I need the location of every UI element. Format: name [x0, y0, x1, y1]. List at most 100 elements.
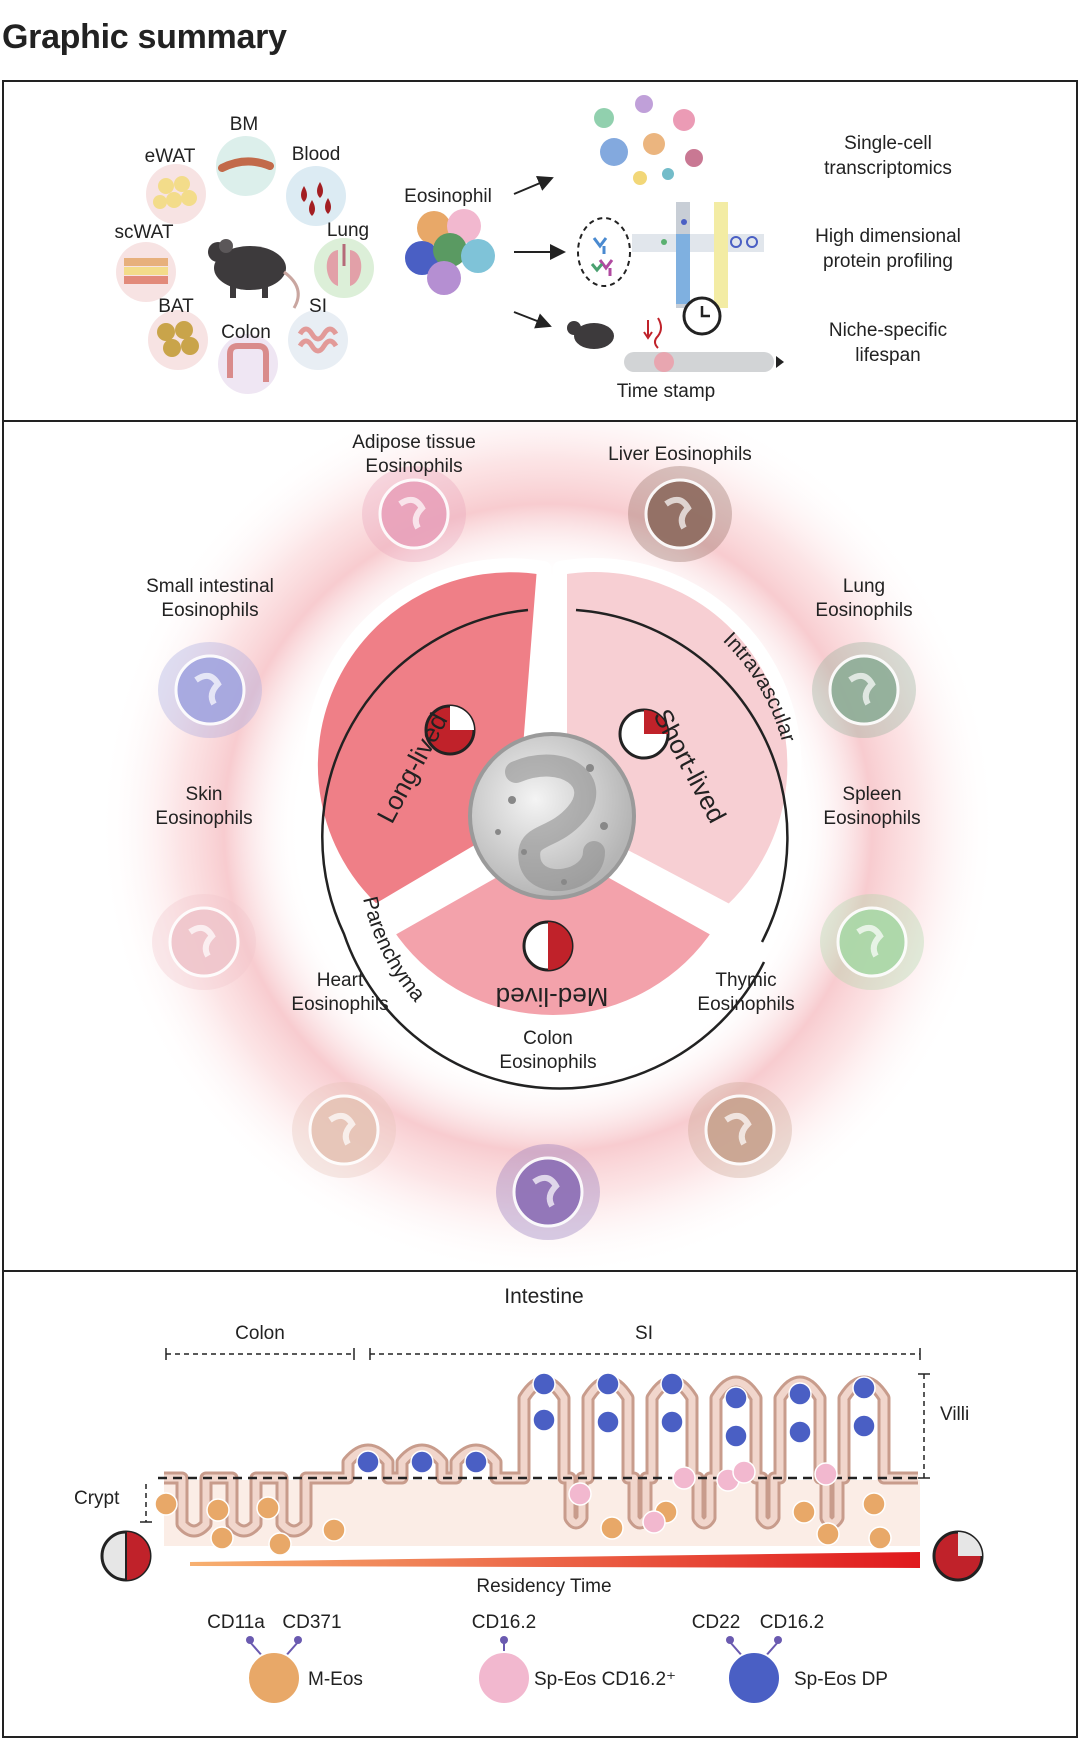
- tissue-label-line1: Spleen: [842, 784, 901, 805]
- marker-dot: [294, 1636, 302, 1644]
- eosinophil-cell: [660, 1410, 684, 1434]
- tissue-label-line1: Thymic: [715, 970, 776, 991]
- eosinophil-cell: [862, 1492, 886, 1516]
- clock-high-residency-icon: [932, 1530, 984, 1582]
- tissue-lung: Lung: [314, 220, 374, 298]
- nucleus-shape: [328, 1112, 356, 1146]
- eosinophil-cell: [788, 1420, 812, 1444]
- tissue-label-line1: Colon: [523, 1028, 573, 1049]
- output-3-line1: Niche-specific: [829, 320, 947, 341]
- clock-med-lived-icon: [522, 920, 574, 972]
- eosinophil-cell: [814, 1462, 838, 1486]
- eosinophil-cell-icon: [378, 478, 450, 550]
- eosinophil-cell: [792, 1500, 816, 1524]
- intestine-title: Intestine: [504, 1285, 583, 1308]
- mouse-icon: [208, 239, 300, 309]
- intravascular-arc: [575, 608, 789, 943]
- eosinophil-cell: [206, 1498, 230, 1522]
- eosinophil-cell: [322, 1518, 346, 1542]
- section-brackets: [140, 1348, 930, 1523]
- eosinophil-cell: [210, 1526, 234, 1550]
- eosinophil-cluster: Eosinophil: [404, 186, 495, 295]
- label-blood: Blood: [292, 144, 341, 165]
- marker-dot: [500, 1636, 508, 1644]
- eosinophil-cell: [724, 1386, 748, 1410]
- eosinophil-cell-icon: [308, 1094, 380, 1166]
- label-si-section: SI: [635, 1323, 653, 1344]
- tissue-label-line2: Eosinophils: [823, 808, 920, 829]
- legend-item-1: CD16.2Sp-Eos CD16.2⁺: [472, 1612, 676, 1705]
- label-time-stamp: Time stamp: [617, 381, 716, 402]
- eosinophil-cell-icon: [704, 1094, 776, 1166]
- label-eosinophil: Eosinophil: [404, 186, 492, 207]
- legend-cell-icon: [727, 1651, 781, 1705]
- tissue-label-line2: Eosinophils: [291, 994, 388, 1015]
- clock-long-lived-icon: [424, 704, 476, 756]
- eosinophil-cell: [356, 1450, 380, 1474]
- eosinophil-cell: [568, 1482, 592, 1506]
- eosinophil-cell: [256, 1496, 280, 1520]
- eosinophil-cell-icon: [174, 654, 246, 726]
- clock-low-residency-icon: [100, 1530, 152, 1582]
- legend-cell-name: Sp-Eos DP: [794, 1669, 888, 1690]
- output-1-line2: transcriptomics: [824, 158, 952, 179]
- eosinophil-cell: [642, 1510, 666, 1534]
- output-3-line2: lifespan: [855, 345, 921, 366]
- arrow-lifespan: [513, 311, 552, 329]
- eosinophil-cell: [660, 1372, 684, 1396]
- nucleus-shape: [532, 1174, 560, 1208]
- nucleus-shape: [194, 672, 222, 706]
- tissue-label-line2: Eosinophils: [365, 456, 462, 477]
- umap-clusters-icon: [594, 95, 703, 185]
- label-lung: Lung: [327, 220, 369, 241]
- label-villi: Villi: [940, 1404, 969, 1425]
- lifespan-icon: Time stamp: [567, 296, 784, 402]
- label-colon-section: Colon: [235, 1323, 285, 1344]
- label-residency-time: Residency Time: [476, 1576, 611, 1597]
- eosinophil-cell: [732, 1460, 756, 1484]
- marker-dot: [774, 1636, 782, 1644]
- tissue-node-1: Liver Eosinophils: [608, 444, 752, 562]
- residency-gradient-bar: [190, 1552, 920, 1568]
- legend-cell-name: Sp-Eos CD16.2⁺: [534, 1669, 676, 1690]
- eosinophil-cell: [596, 1410, 620, 1434]
- clock-short-lived-icon: [618, 708, 670, 760]
- output-2-line1: High dimensional: [815, 226, 961, 247]
- tissue-blood: Blood: [286, 144, 346, 226]
- eosinophil-cell-icon: [512, 1156, 584, 1228]
- panel-intestine: Intestine Colon SI Villi Crypt Residency…: [2, 1270, 1078, 1738]
- tissue-label-line2: Eosinophils: [161, 600, 258, 621]
- tissue-label-line1: Adipose tissue: [352, 432, 476, 453]
- marker-dot: [246, 1636, 254, 1644]
- protein-profiling-icon: [577, 202, 764, 308]
- tissue-bm: BM: [216, 114, 276, 196]
- eosinophil-cell: [600, 1516, 624, 1540]
- tissue-label-line2: Eosinophils: [155, 808, 252, 829]
- label-med-lived: Med-lived: [496, 982, 609, 1012]
- label-bat: BAT: [158, 296, 194, 317]
- eosinophil-cell: [852, 1376, 876, 1400]
- eosinophil-cell-icon: [168, 906, 240, 978]
- marker-label: CD22: [692, 1612, 741, 1633]
- eosinophil-cell: [532, 1408, 556, 1432]
- nucleus-shape: [664, 496, 692, 530]
- panel-study-overview: BM eWAT Blood scWAT Lung: [2, 80, 1078, 422]
- eosinophil-cell: [532, 1372, 556, 1396]
- intestine-diagram: Intestine Colon SI Villi Crypt Residency…: [74, 1285, 984, 1705]
- label-bm: BM: [230, 114, 259, 135]
- lifespan-wheel-diagram: Long-lived Short-lived Med-lived Intrava…: [98, 422, 998, 1270]
- tissue-label-line1: Liver Eosinophils: [608, 444, 752, 465]
- center-eosinophil-icon: [468, 732, 636, 900]
- marker-dot: [726, 1636, 734, 1644]
- tissue-label-line2: Eosinophils: [697, 994, 794, 1015]
- parenchyma-arc: [321, 608, 766, 1090]
- tissue-label-line1: Lung: [843, 576, 885, 597]
- tissue-bat: BAT: [148, 296, 208, 370]
